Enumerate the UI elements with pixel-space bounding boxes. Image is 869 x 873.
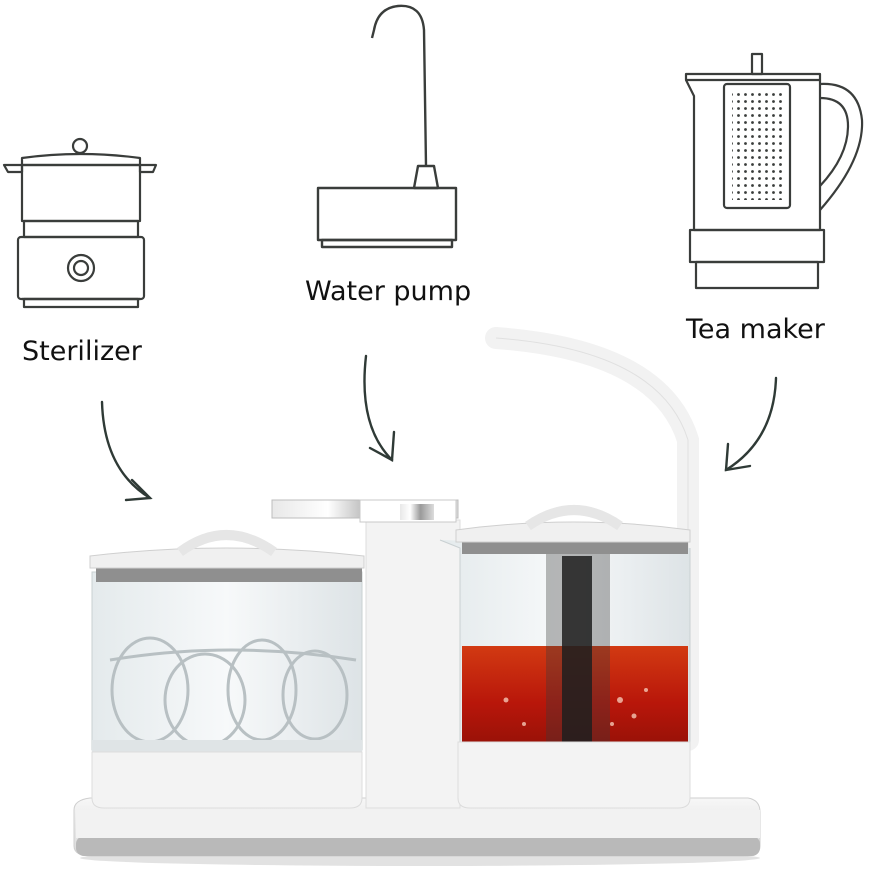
pump-column [271,499,461,809]
arrow-tea-maker-icon [724,376,778,472]
tea-kettle [439,327,699,809]
tea-maker-icon [684,52,864,290]
sterilizer-icon [2,137,158,309]
water-pump-icon [316,4,458,249]
arrow-water-pump-icon [363,354,394,462]
sterilizer-label: Sterilizer [22,336,142,367]
base-tray [73,797,761,866]
arrows [100,354,778,502]
tea-maker-label: Tea maker [686,314,825,345]
water-pump-label: Water pump [305,276,472,307]
arrow-sterilizer-icon [100,400,152,500]
sterilizer-kettle [89,530,365,809]
